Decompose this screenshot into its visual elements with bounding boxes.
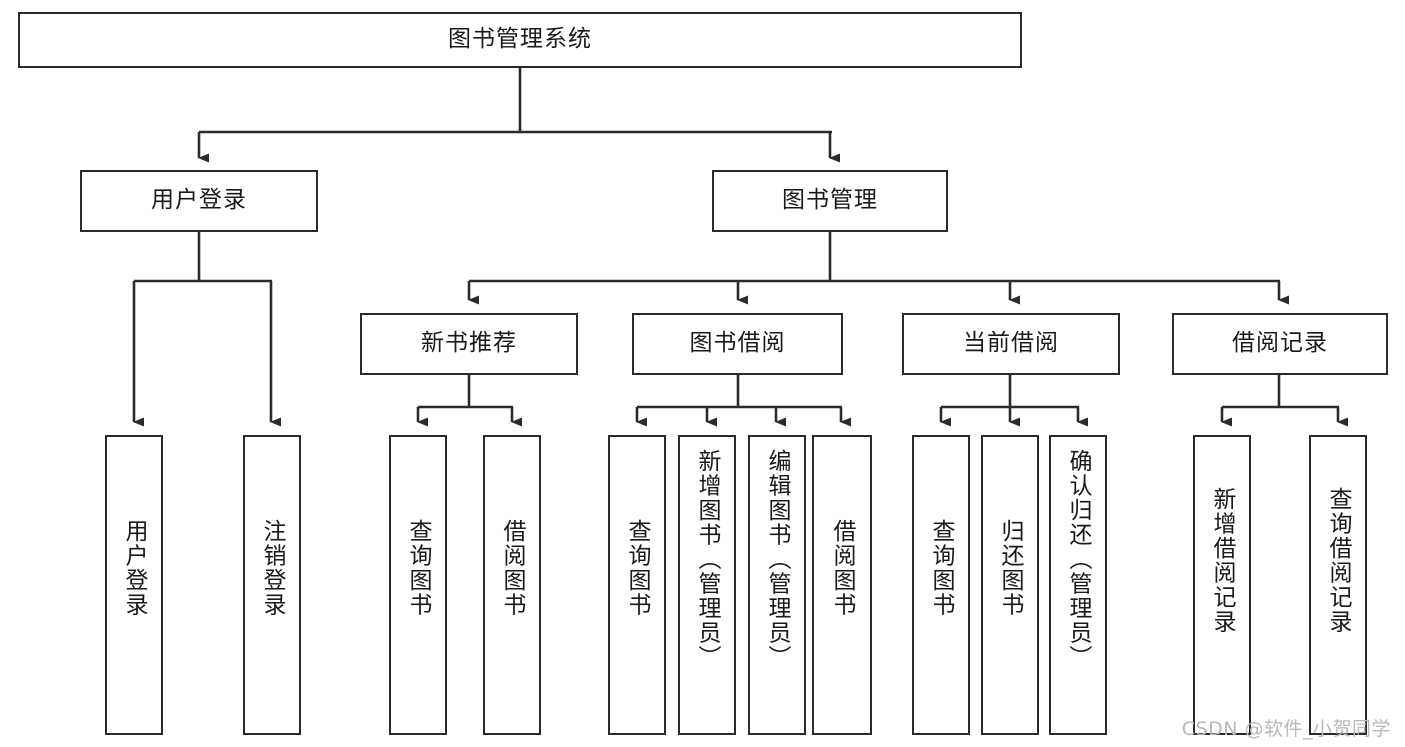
- node-book-manage-label: 图书管理: [782, 187, 878, 214]
- node-leaf-borrow-book-2-label: 借阅图书: [829, 519, 856, 617]
- node-book-borrow[interactable]: 图书借阅: [632, 313, 843, 375]
- node-borrow-record-label: 借阅记录: [1232, 330, 1328, 357]
- node-leaf-return-book[interactable]: 归还图书: [981, 435, 1039, 735]
- watermark-text: CSDN @软件_小贺同学: [1181, 718, 1391, 740]
- node-leaf-query-book-3-label: 查询图书: [928, 519, 955, 617]
- node-leaf-query-book-3[interactable]: 查询图书: [912, 435, 970, 735]
- node-root-label: 图书管理系统: [448, 26, 592, 53]
- node-leaf-add-book-label: 新增图书（管理员）: [694, 449, 721, 670]
- node-user-login-label: 用户登录: [151, 187, 247, 214]
- node-leaf-add-record[interactable]: 新增借阅记录: [1193, 435, 1251, 735]
- node-leaf-query-record-label: 查询借阅记录: [1325, 487, 1352, 634]
- node-leaf-add-record-label: 新增借阅记录: [1209, 487, 1236, 634]
- node-leaf-user-login[interactable]: 用户登录: [105, 435, 163, 735]
- node-leaf-borrow-book-2[interactable]: 借阅图书: [812, 435, 872, 735]
- node-leaf-confirm-return[interactable]: 确认归还（管理员）: [1049, 435, 1107, 735]
- node-user-login[interactable]: 用户登录: [80, 170, 318, 232]
- node-leaf-confirm-return-label: 确认归还（管理员）: [1065, 449, 1092, 670]
- node-new-book-recommend-label: 新书推荐: [421, 330, 517, 357]
- node-new-book-recommend[interactable]: 新书推荐: [360, 313, 578, 375]
- node-book-manage[interactable]: 图书管理: [712, 170, 948, 232]
- node-leaf-query-book-2[interactable]: 查询图书: [608, 435, 666, 735]
- node-leaf-user-login-label: 用户登录: [121, 519, 148, 617]
- node-leaf-logout-login-label: 注销登录: [259, 519, 286, 617]
- node-leaf-query-book-1-label: 查询图书: [405, 519, 432, 617]
- node-leaf-logout-login[interactable]: 注销登录: [243, 435, 301, 735]
- node-leaf-borrow-book-1-label: 借阅图书: [499, 519, 526, 617]
- node-current-borrow-label: 当前借阅: [963, 330, 1059, 357]
- node-leaf-query-book-2-label: 查询图书: [624, 519, 651, 617]
- node-leaf-add-book[interactable]: 新增图书（管理员）: [678, 435, 736, 735]
- node-borrow-record[interactable]: 借阅记录: [1172, 313, 1388, 375]
- node-leaf-query-book-1[interactable]: 查询图书: [389, 435, 447, 735]
- node-leaf-edit-book[interactable]: 编辑图书（管理员）: [748, 435, 806, 735]
- node-leaf-borrow-book-1[interactable]: 借阅图书: [483, 435, 541, 735]
- node-root[interactable]: 图书管理系统: [18, 12, 1022, 68]
- node-leaf-return-book-label: 归还图书: [997, 519, 1024, 617]
- node-book-borrow-label: 图书借阅: [689, 330, 786, 357]
- node-leaf-edit-book-label: 编辑图书（管理员）: [764, 449, 791, 670]
- node-leaf-query-record[interactable]: 查询借阅记录: [1309, 435, 1367, 735]
- node-current-borrow[interactable]: 当前借阅: [902, 313, 1120, 375]
